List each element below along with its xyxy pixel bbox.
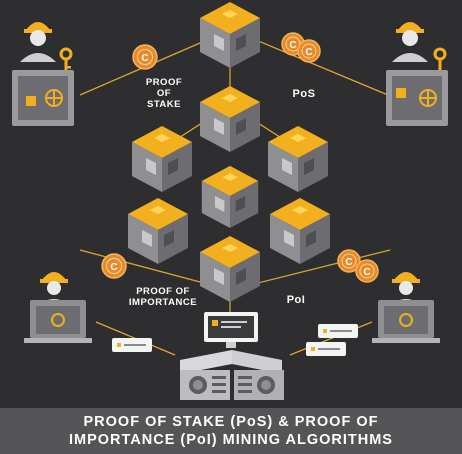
label-pos: PoS [292,88,316,100]
miner-top-left [12,22,74,126]
title-band: PROOF OF STAKE (PoS) & PROOF OF IMPORTAN… [0,408,462,454]
cube-left-lower [128,198,188,264]
cube-right-lower [270,198,330,264]
key-icon [433,47,447,72]
miner-bottom-left [24,272,92,343]
cube-top [200,2,260,68]
hardhat-icon [26,22,50,30]
label-poi: PoI [286,294,306,306]
coin-symbol: C [110,262,117,273]
coin-symbol: C [141,53,148,64]
cube-center [201,165,259,228]
coin-symbols: C C C C C C [110,40,370,278]
server-rack-icon [180,350,284,400]
message-bubbles [112,324,358,356]
label-proof-of-stake: PROOF OF STAKE [145,77,183,110]
coin-symbol: C [363,267,370,278]
coin-symbol: C [305,47,312,58]
hardhat-icon [42,272,66,280]
title-line-1: PROOF OF STAKE (PoS) & PROOF OF [83,414,379,430]
hardhat-icon [398,22,422,30]
hardhat-icon [394,272,418,280]
title-line-2: IMPORTANCE (PoI) MINING ALGORITHMS [69,432,393,448]
coin-symbol: C [289,40,296,51]
miner-top-right [386,22,448,126]
cube-upper-middle [200,86,260,152]
key-icon [59,47,73,72]
coin-symbol: C [345,257,352,268]
label-proof-of-importance: PROOF OF IMPORTANCE [128,286,198,308]
miner-bottom-right [372,272,440,343]
monitor-icon [204,312,258,348]
cube-bottom-middle [200,236,260,302]
